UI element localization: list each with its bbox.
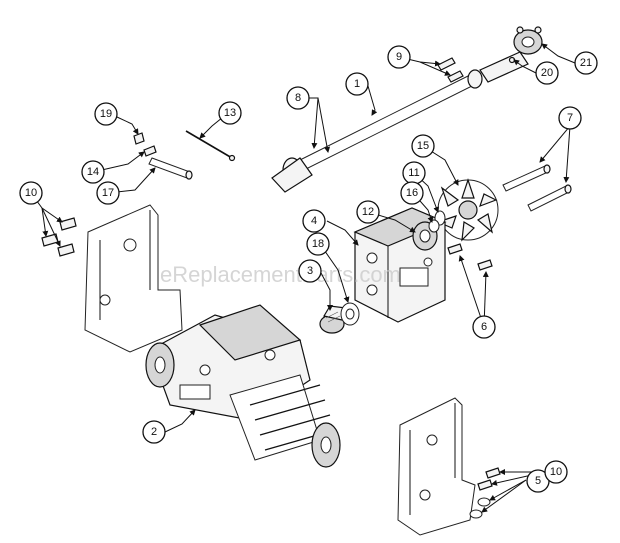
screws-6	[447, 243, 493, 271]
callout-c10b: 10	[544, 460, 568, 484]
callout-number: 19	[100, 108, 112, 120]
callout-c7: 7	[558, 106, 582, 130]
callout-number: 1	[354, 78, 360, 90]
callout-circle	[400, 181, 424, 205]
callout-number: 14	[87, 166, 99, 178]
cooling-fan	[436, 178, 499, 242]
callout-circle	[218, 101, 242, 125]
callout-number: 16	[406, 187, 418, 199]
callout-c18: 18	[306, 232, 330, 256]
callout-number: 3	[307, 265, 313, 277]
callout-circle	[96, 181, 120, 205]
callout-number: 21	[580, 57, 592, 69]
callout-circle	[298, 259, 322, 283]
bolts-7	[502, 164, 572, 212]
frame-plate-left	[84, 204, 183, 353]
callout-number: 6	[481, 321, 487, 333]
callout-c16: 16	[400, 181, 424, 205]
callout-c20: 20	[535, 61, 559, 85]
callout-c8: 8	[286, 86, 310, 110]
frame-plate-right	[397, 397, 476, 536]
callout-number: 2	[151, 426, 157, 438]
callout-number: 18	[312, 238, 324, 250]
callout-circle	[574, 51, 598, 75]
callout-number: 15	[417, 140, 429, 152]
callout-circle	[544, 460, 568, 484]
callout-number: 10	[550, 466, 562, 478]
callout-c15: 15	[411, 134, 435, 158]
callout-circle	[81, 160, 105, 184]
callout-circle	[535, 61, 559, 85]
callout-circle	[94, 102, 118, 126]
callout-c6: 6	[472, 315, 496, 339]
clip-19	[133, 132, 145, 145]
washers-11-16	[428, 210, 446, 233]
seal-18	[340, 302, 360, 326]
callout-circle	[411, 134, 435, 158]
callout-circle	[472, 315, 496, 339]
drive-shaft	[271, 69, 483, 193]
callout-circle	[387, 45, 411, 69]
callout-circle	[142, 420, 166, 444]
callout-circle	[356, 200, 380, 224]
callout-number: 20	[541, 67, 553, 79]
callout-number: 17	[102, 187, 114, 199]
callout-circle	[345, 72, 369, 96]
washers-5	[469, 497, 491, 519]
callout-circle	[306, 232, 330, 256]
watermark: eReplacementParts.com	[160, 262, 401, 287]
callout-number: 13	[224, 107, 236, 119]
callout-circle	[558, 106, 582, 130]
callout-c21: 21	[574, 51, 598, 75]
callout-c9: 9	[387, 45, 411, 69]
callout-c19: 19	[94, 102, 118, 126]
callout-number: 4	[311, 215, 317, 227]
callout-number: 5	[535, 475, 541, 487]
callout-c1: 1	[345, 72, 369, 96]
callout-c4: 4	[302, 209, 326, 233]
callout-c2: 2	[142, 420, 166, 444]
callout-number: 10	[25, 187, 37, 199]
bolts-10-left	[41, 217, 77, 257]
pin-14	[143, 145, 157, 157]
callout-c17: 17	[96, 181, 120, 205]
callout-number: 11	[408, 167, 419, 179]
callout-number: 9	[396, 51, 402, 63]
rod-17	[148, 157, 193, 180]
callout-c3: 3	[298, 259, 322, 283]
callout-c10a: 10	[19, 181, 43, 205]
callout-c11: 11	[402, 161, 426, 185]
callout-number: 7	[567, 112, 573, 124]
coupling-assembly	[437, 26, 543, 83]
callout-number: 12	[362, 206, 374, 218]
callout-c12: 12	[356, 200, 380, 224]
callout-c13: 13	[218, 101, 242, 125]
callout-circle	[19, 181, 43, 205]
callout-number: 8	[295, 92, 301, 104]
callout-circle	[302, 209, 326, 233]
small-rod-13	[185, 130, 236, 162]
callout-c14: 14	[81, 160, 105, 184]
callout-circle	[286, 86, 310, 110]
bolts-10-right	[477, 467, 501, 491]
transaxle-assembly	[145, 304, 341, 468]
